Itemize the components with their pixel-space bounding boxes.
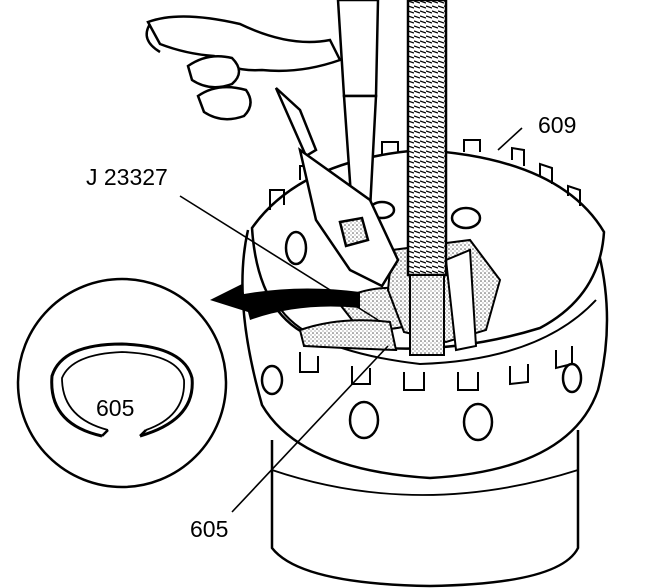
tool-callout-label: J 23327 [86, 164, 168, 190]
hand [145, 15, 342, 121]
snap-ring-callout-label: 605 [190, 516, 229, 542]
threaded-rod [406, 0, 448, 356]
drum-callout-label: 609 [538, 112, 577, 138]
inset-snap-ring-label: 605 [96, 395, 135, 421]
screwdriver [274, 0, 400, 288]
snap-ring-inset [16, 277, 228, 489]
rotation-arrow [210, 284, 360, 320]
